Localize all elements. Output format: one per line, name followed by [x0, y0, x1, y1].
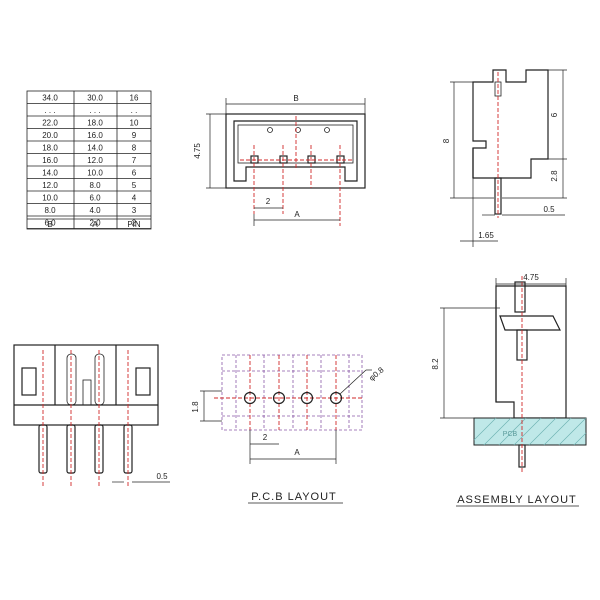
dim-label-offset: 1.65 — [478, 231, 494, 240]
pcb-hole — [243, 391, 257, 405]
table-cell: 8.0 — [44, 206, 56, 215]
dim-label-upper: 6 — [550, 112, 559, 117]
front-window-right — [135, 367, 151, 396]
table-cell: 34.0 — [42, 94, 58, 103]
table-cell: 16.0 — [87, 131, 103, 140]
table-cell: 14.0 — [87, 144, 103, 153]
housing-cavity — [237, 124, 354, 164]
table-header-a: A — [92, 220, 98, 229]
upper-hole — [295, 127, 301, 133]
table-cell: 8.0 — [89, 181, 101, 190]
table-cell: 10.0 — [87, 169, 103, 178]
pcb-layout: φ0.8 1.8 2 A P.C.B LAYOUT — [191, 354, 386, 504]
pcb-hole — [329, 391, 343, 405]
dim-label-total: 8 — [442, 138, 451, 143]
table-cell: . . — [131, 106, 138, 115]
assembly-pin-top — [514, 281, 526, 313]
front-window-left — [21, 367, 37, 396]
pcb-board — [473, 417, 587, 446]
table-cell: 10 — [130, 119, 139, 128]
assembly-housing-outline — [495, 285, 567, 419]
table-cell: 12.0 — [87, 156, 103, 165]
dim-label-pitch: 2 — [266, 197, 271, 206]
dim-label-a: A — [294, 210, 300, 219]
top-view: B 4.75 2 A — [193, 94, 366, 226]
pcb-hole — [300, 391, 314, 405]
table-cell: 9 — [132, 131, 137, 140]
table-cell: 2.0 — [89, 219, 101, 228]
table-cell: 4.0 — [89, 206, 101, 215]
dim-label-height: 4.75 — [193, 143, 202, 159]
table-cell: 6 — [132, 169, 137, 178]
table-border — [26, 90, 152, 230]
table-cell: 14.0 — [42, 169, 58, 178]
dim-label-hole: φ0.8 — [367, 365, 386, 383]
pin-square — [279, 155, 288, 164]
dim-label-front-pin: 0.5 — [156, 472, 168, 481]
front-housing-outline — [13, 344, 159, 426]
table-cell: 18.0 — [87, 119, 103, 128]
table-cell: 18.0 — [42, 144, 58, 153]
table-cell: 8 — [132, 144, 137, 153]
front-latch — [82, 379, 92, 406]
table-cell: 6.0 — [44, 219, 56, 228]
pin-square — [336, 155, 345, 164]
dim-label-pin: 0.5 — [543, 205, 555, 214]
dim-label-pcb-pitch: 2 — [263, 433, 268, 442]
housing-outline — [225, 113, 366, 189]
assembly-shoulder — [499, 315, 561, 331]
dim-label-b: B — [293, 94, 298, 103]
dim-label-row: 1.8 — [191, 401, 200, 413]
pin-square — [250, 155, 259, 164]
pcb-footprint-outline — [221, 354, 363, 431]
table-cell: 22.0 — [42, 119, 58, 128]
pcb-hole — [272, 391, 286, 405]
side-view: 8 6 2.8 0.5 1.65 — [442, 69, 567, 247]
front-view: 0.5 — [13, 344, 170, 486]
table-cell: 16.0 — [42, 156, 58, 165]
assembly-layout-title: ASSEMBLY LAYOUT — [457, 494, 577, 506]
table-cell: 10.0 — [42, 194, 58, 203]
table-cell: 20.0 — [42, 131, 58, 140]
pin-square — [307, 155, 316, 164]
table-cell: 12.0 — [42, 181, 58, 190]
upper-hole — [324, 127, 330, 133]
table-header-b: B — [47, 220, 52, 229]
table-cell: 5 — [132, 181, 137, 190]
table-cell: 4 — [132, 194, 137, 203]
table-cell: 2 — [132, 219, 137, 228]
board-label: PCB — [503, 431, 518, 438]
table-cell: . . . — [44, 106, 55, 115]
table-cell: 3 — [132, 206, 137, 215]
table-header-pin: PIN — [127, 220, 141, 229]
table-cell: 6.0 — [89, 194, 101, 203]
table-cell: 7 — [132, 156, 137, 165]
table-cell: 16 — [130, 94, 139, 103]
pcb-layout-title: P.C.B LAYOUT — [251, 491, 337, 503]
table-cell: . . . — [89, 106, 100, 115]
upper-hole — [267, 127, 273, 133]
dim-label-pcb-a: A — [294, 448, 300, 457]
dim-leader-hole — [339, 369, 367, 395]
front-pin-upper — [94, 353, 105, 406]
housing-inner-wall — [233, 120, 358, 182]
dim-label-assembly-width: 4.75 — [523, 273, 539, 282]
table-cell: 30.0 — [87, 94, 103, 103]
front-pin-upper — [66, 353, 77, 406]
side-housing-outline — [472, 69, 549, 179]
dim-label-assembly-height: 8.2 — [431, 358, 440, 370]
assembly-layout: PCB 4.75 8.2 ASSEMBLY LAYOUT — [431, 273, 587, 507]
pcb-hatch — [473, 417, 587, 446]
dim-label-lower: 2.8 — [550, 170, 559, 182]
